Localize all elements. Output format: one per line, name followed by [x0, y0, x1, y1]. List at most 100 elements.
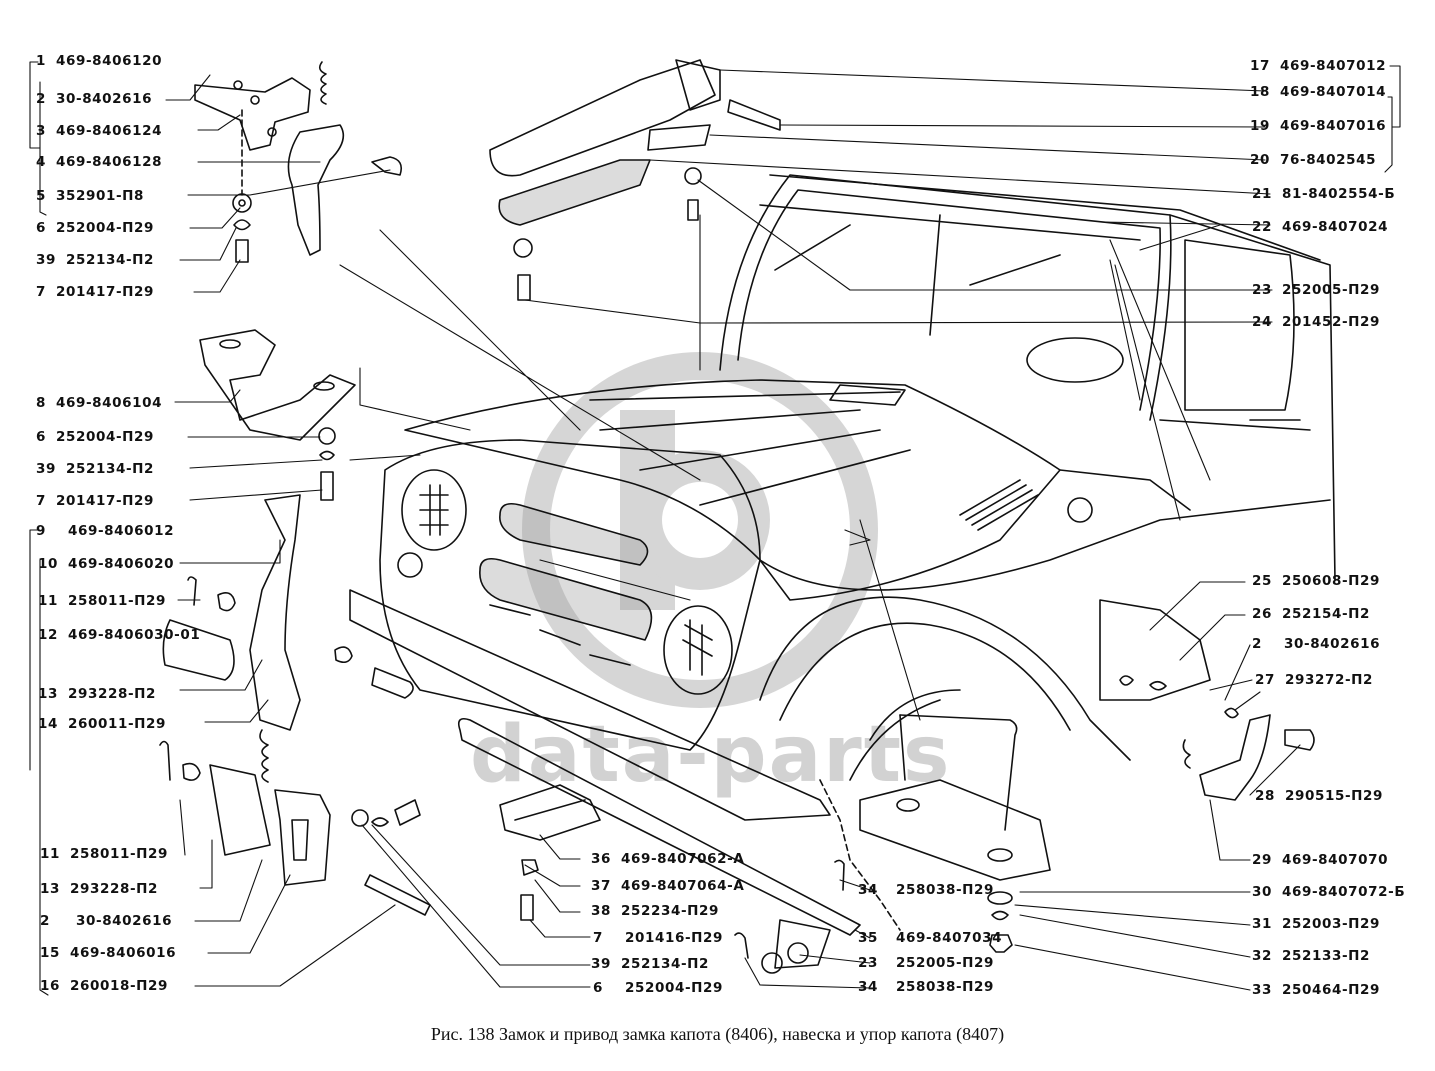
part-number: 81-8402554-Б — [1282, 186, 1396, 202]
part-number: 201416-П29 — [625, 930, 724, 946]
part-number: 252005-П29 — [896, 955, 995, 971]
part-number: 252133-П2 — [1282, 948, 1371, 964]
part-number: 260011-П29 — [68, 716, 167, 732]
part-number: 469-8407062-А — [621, 851, 745, 867]
part-number: 469-8406016 — [70, 945, 177, 961]
part-number: 252004-П29 — [56, 429, 155, 445]
part-number: 469-8406104 — [56, 395, 163, 411]
part-number: 258011-П29 — [68, 593, 167, 609]
part-number: 252004-П29 — [625, 980, 724, 996]
part-number: 469-8406030-01 — [68, 627, 201, 643]
part-number: 252154-П2 — [1282, 606, 1371, 622]
part-number: 293272-П2 — [1285, 672, 1374, 688]
part-number: 30-8402616 — [76, 913, 173, 929]
part-number: 252234-П29 — [621, 903, 720, 919]
hood-prop-rod — [457, 717, 861, 974]
part-number: 258038-П29 — [896, 882, 995, 898]
part-number: 258011-П29 — [70, 846, 169, 862]
hood-stop — [859, 714, 1051, 953]
part-number: 252134-П2 — [66, 461, 155, 477]
hood-lock-hook-lever — [159, 494, 431, 916]
part-number: 469-8407034 — [896, 930, 1003, 946]
part-number: 252134-П2 — [66, 252, 155, 268]
part-number: 76-8402545 — [1280, 152, 1377, 168]
part-number: 469-8407014 — [1280, 84, 1387, 100]
hood-lock-bracket-mid — [199, 329, 356, 501]
part-number: 469-8406128 — [56, 154, 163, 170]
part-number: 250608-П29 — [1282, 573, 1381, 589]
hood-hinge-top — [489, 59, 781, 301]
vehicle-body — [349, 174, 1336, 931]
part-number: 469-8407070 — [1282, 852, 1389, 868]
part-number: 469-8406012 — [68, 523, 175, 539]
part-number: 469-8407072-Б — [1282, 884, 1406, 900]
part-number: 252005-П29 — [1282, 282, 1381, 298]
part-number: 469-8406020 — [68, 556, 175, 572]
part-number: 352901-П8 — [56, 188, 145, 204]
part-number: 201417-П29 — [56, 493, 155, 509]
part-number: 469-8407012 — [1280, 58, 1387, 74]
part-number: 252003-П29 — [1282, 916, 1381, 932]
part-number: 201452-П29 — [1282, 314, 1381, 330]
part-number: 469-8407024 — [1282, 219, 1389, 235]
part-number: 30-8402616 — [56, 91, 153, 107]
part-number: 258038-П29 — [896, 979, 995, 995]
part-number: 293228-П2 — [70, 881, 159, 897]
part-number: 260018-П29 — [70, 978, 169, 994]
part-number: 252004-П29 — [56, 220, 155, 236]
figure-caption: Рис. 138 Замок и привод замка капота (84… — [430, 1024, 1005, 1044]
part-number: 252134-П2 — [621, 956, 710, 972]
part-number: 293228-П2 — [68, 686, 157, 702]
part-number: 469-8407016 — [1280, 118, 1387, 134]
part-number: 201417-П29 — [56, 284, 155, 300]
hood-lock-bracket-top — [194, 61, 403, 263]
part-number: 30-8402616 — [1284, 636, 1381, 652]
